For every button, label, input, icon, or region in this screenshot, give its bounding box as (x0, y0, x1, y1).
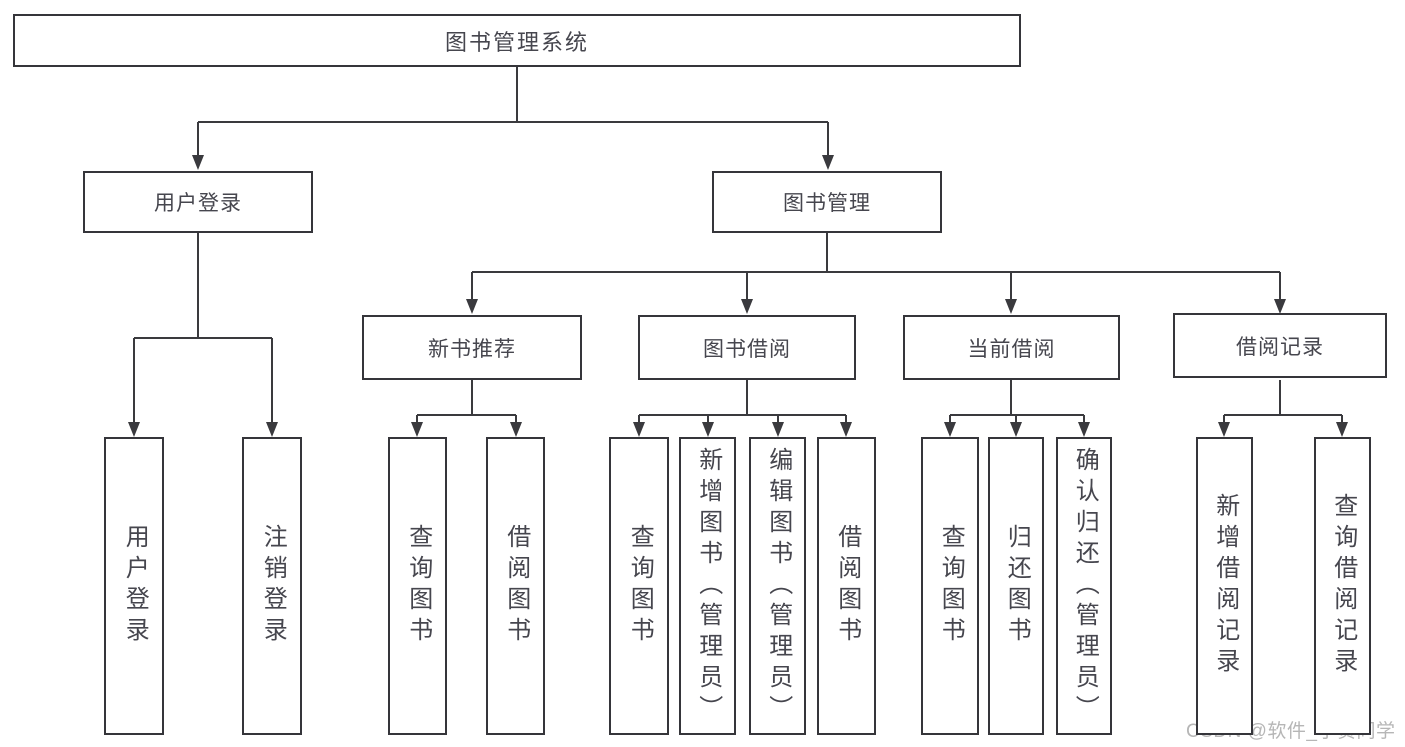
arrowhead (772, 422, 784, 437)
leaf-add-borrow-record: 新增借阅记录 (1196, 437, 1253, 735)
arrowhead (822, 155, 834, 170)
leaf-query-books-current: 查询图书 (921, 437, 979, 735)
node-root-library-system: 图书管理系统 (13, 14, 1021, 67)
leaf-label: 新增借阅记录 (1211, 493, 1239, 679)
node-book-borrow: 图书借阅 (638, 315, 856, 380)
leaf-label: 编辑图书（管理员） (764, 446, 792, 726)
leaf-label: 确认归还（管理员） (1071, 446, 1099, 726)
leaf-borrow-books-recommend: 借阅图书 (486, 437, 545, 735)
arrowhead (741, 299, 753, 314)
arrowhead (1336, 422, 1348, 437)
leaf-logout: 注销登录 (242, 437, 302, 735)
node-user-login: 用户登录 (83, 171, 313, 233)
leaf-edit-book-admin: 编辑图书（管理员） (749, 437, 806, 735)
leaf-query-books-borrow: 查询图书 (609, 437, 669, 735)
arrowhead (1005, 299, 1017, 314)
node-borrow-records: 借阅记录 (1173, 313, 1387, 378)
arrowhead (1218, 422, 1230, 437)
leaf-borrow-books: 借阅图书 (817, 437, 876, 735)
arrowhead (466, 299, 478, 314)
arrowhead (944, 422, 956, 437)
leaf-label: 查询图书 (626, 524, 654, 648)
leaf-query-borrow-record: 查询借阅记录 (1314, 437, 1371, 735)
arrowhead (702, 422, 714, 437)
arrowhead (192, 155, 204, 170)
arrowhead (128, 422, 140, 437)
node-book-management: 图书管理 (712, 171, 942, 233)
leaf-label: 注销登录 (259, 524, 287, 648)
arrowhead (1010, 422, 1022, 437)
leaf-label: 用户登录 (121, 524, 149, 648)
leaf-label: 借阅图书 (833, 524, 861, 648)
leaf-add-book-admin: 新增图书（管理员） (679, 437, 736, 735)
node-current-borrow: 当前借阅 (903, 315, 1120, 380)
arrowhead (1078, 422, 1090, 437)
arrowhead (633, 422, 645, 437)
leaf-label: 查询图书 (404, 524, 432, 648)
leaf-return-books: 归还图书 (988, 437, 1044, 735)
leaf-label: 查询借阅记录 (1329, 493, 1357, 679)
arrowhead (510, 422, 522, 437)
leaf-label: 归还图书 (1003, 524, 1031, 648)
leaf-query-books-recommend: 查询图书 (388, 437, 447, 735)
arrowhead (411, 422, 423, 437)
arrowhead (1274, 299, 1286, 314)
leaf-label: 查询图书 (937, 524, 965, 648)
node-new-book-recommend: 新书推荐 (362, 315, 582, 380)
leaf-label: 借阅图书 (502, 524, 530, 648)
leaf-label: 新增图书（管理员） (694, 446, 722, 726)
leaf-confirm-return-admin: 确认归还（管理员） (1056, 437, 1112, 735)
arrowhead (266, 422, 278, 437)
arrowhead (840, 422, 852, 437)
leaf-user-login: 用户登录 (104, 437, 164, 735)
